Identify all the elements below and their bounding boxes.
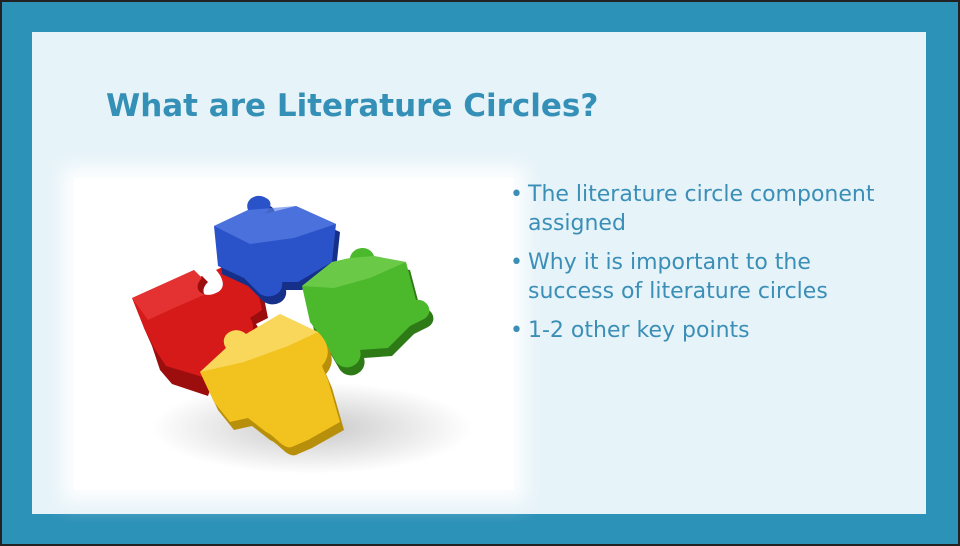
puzzle-pieces-image (74, 178, 514, 490)
slide-title: What are Literature Circles? (106, 88, 599, 124)
bullet-list: • The literature circle component assign… (510, 180, 890, 355)
bullet-item: • The literature circle component assign… (510, 180, 890, 238)
bullet-marker: • (510, 318, 523, 343)
puzzle-pieces-icon (132, 195, 472, 474)
green-puzzle-piece (302, 247, 434, 376)
blue-puzzle-piece (214, 195, 340, 305)
bullet-item: • 1-2 other key points (510, 316, 890, 345)
bullet-text: Why it is important to the success of li… (528, 250, 828, 304)
yellow-puzzle-piece (200, 314, 344, 456)
slide-content-area: What are Literature Circles? (32, 32, 926, 514)
bullet-text: 1-2 other key points (528, 318, 750, 343)
bullet-marker: • (510, 182, 523, 207)
bullet-text: The literature circle component assigned (528, 182, 875, 236)
bullet-item: • Why it is important to the success of … (510, 248, 890, 306)
bullet-marker: • (510, 250, 523, 275)
